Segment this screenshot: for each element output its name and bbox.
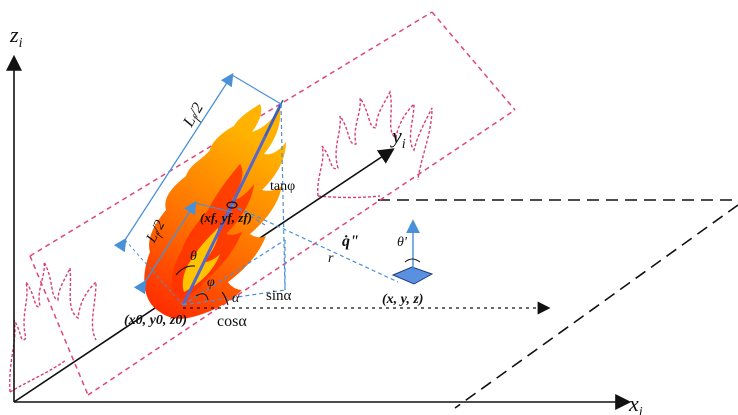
heat-flux-label: q̇" <box>342 233 359 250</box>
base-point-label: (x0, y0, z0) <box>124 313 187 328</box>
ground-plane <box>378 199 738 409</box>
target-plate <box>391 266 434 285</box>
phi-label: φ <box>207 275 215 290</box>
cos-alpha-label: cosα <box>217 313 247 330</box>
target-point-label: (x, y, z) <box>382 292 423 307</box>
target-element <box>391 219 434 285</box>
tan-phi-label: tanφ <box>270 179 295 194</box>
lf-upper-label: Lf/2 <box>180 100 209 132</box>
flame-axis-tip <box>264 99 284 137</box>
flame-center-label: (xf, yf, zf) <box>200 210 252 225</box>
y-axis-label: yi <box>390 123 406 152</box>
alpha-label: α <box>232 291 240 306</box>
distance-r-label: r <box>328 251 334 266</box>
z-axis-label: zi <box>9 22 23 51</box>
length-dimensions <box>113 72 282 306</box>
flame-outline-left <box>9 261 97 393</box>
projection-lines <box>182 103 399 306</box>
flame-center-marker <box>226 201 238 209</box>
angle-arcs <box>175 265 229 306</box>
x-axis-label: xi <box>628 391 643 415</box>
flame-outline-right <box>317 89 433 199</box>
sin-alpha-label: sinα <box>266 288 292 304</box>
theta-prime-label: θ' <box>397 235 408 250</box>
theta-label: θ <box>190 249 197 264</box>
